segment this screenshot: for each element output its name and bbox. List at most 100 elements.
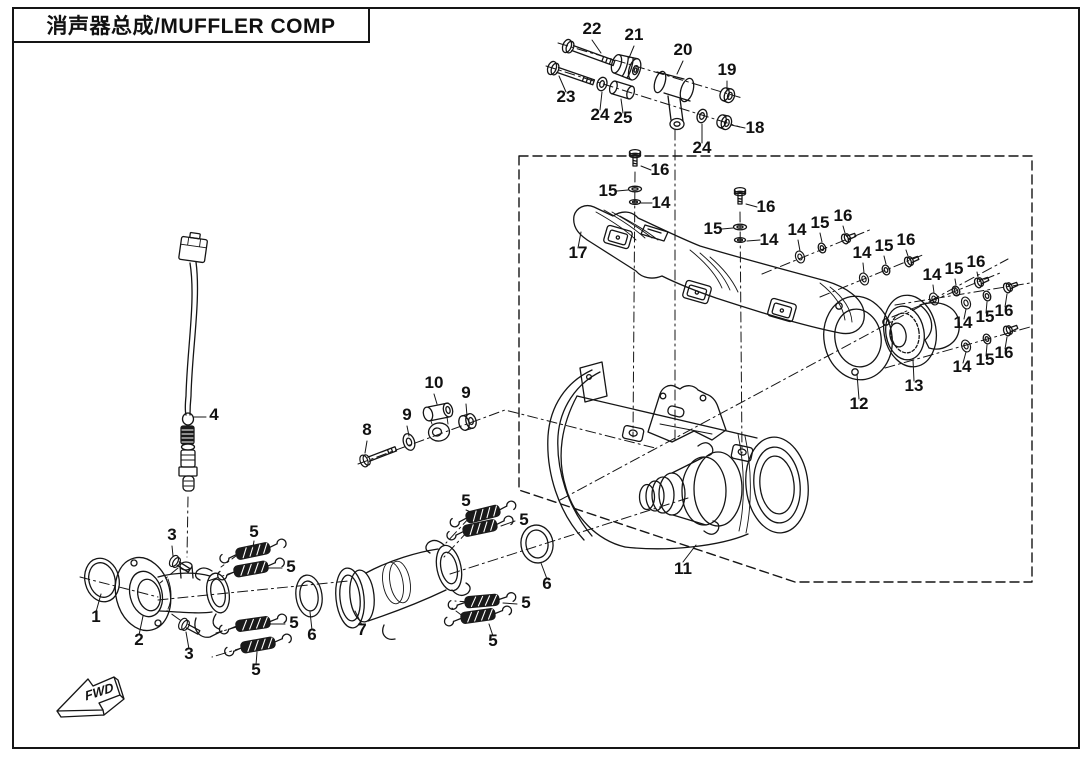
callout-leader-22: [591, 39, 602, 54]
part-callout-12: 12: [850, 394, 869, 413]
callout-leader-3: [171, 545, 174, 557]
callout-leader-11: [682, 544, 697, 563]
callout-leader-17: [577, 231, 582, 249]
part-callout-3: 3: [167, 525, 176, 544]
callout-leader-2: [138, 615, 144, 636]
fwd-label: FWD: [84, 679, 115, 703]
part-callout-9: 9: [402, 405, 411, 424]
part-callout-16: 16: [897, 230, 916, 249]
callout-leader-5: [252, 540, 255, 548]
part-callout-15: 15: [599, 181, 618, 200]
callout-leader-16: [842, 225, 846, 234]
spring-washer-15-right: [732, 223, 748, 231]
callout-leader-14: [963, 308, 967, 320]
callout-leader-21: [628, 45, 635, 59]
callout-leader-15: [721, 227, 734, 230]
part-callout-5: 5: [289, 613, 298, 632]
callout-leader-15: [883, 255, 887, 265]
spring-5-d: [222, 632, 294, 658]
part-callout-8: 8: [362, 420, 371, 439]
part-callout-25: 25: [614, 108, 633, 127]
callout-leader-15: [616, 189, 629, 192]
part-callout-16: 16: [757, 197, 776, 216]
part-callout-22: 22: [583, 19, 602, 38]
fwd-direction-arrow: FWD: [56, 676, 125, 718]
spring-washer-15-left: [627, 185, 643, 193]
callout-leader-25: [620, 98, 624, 114]
callout-leader-7: [354, 610, 363, 626]
callout-leader-5: [465, 509, 474, 514]
part-callout-16: 16: [967, 252, 986, 271]
callout-leader-16: [1004, 293, 1008, 308]
part-callout-15: 15: [976, 307, 995, 326]
callout-leader-18: [730, 124, 746, 129]
callout-leader-14: [932, 284, 935, 294]
hanger-bolt-23: [545, 59, 596, 86]
part-callout-7: 7: [357, 620, 366, 639]
part-callout-15: 15: [945, 259, 964, 278]
callout-leader-23: [558, 75, 567, 93]
part-callout-16: 16: [651, 160, 670, 179]
title-box: 消声器总成/MUFFLER COMP: [12, 7, 370, 43]
flat-washer-14-right: [733, 236, 747, 244]
callout-leader-6: [309, 611, 313, 631]
part-callout-15: 15: [704, 219, 723, 238]
part-callout-3: 3: [184, 644, 193, 663]
callout-leader-6: [540, 562, 548, 580]
part-callout-16: 16: [834, 206, 853, 225]
part-callout-14: 14: [954, 313, 973, 332]
part-callout-14: 14: [923, 265, 942, 284]
part-callout-5: 5: [521, 593, 530, 612]
part-callout-24: 24: [591, 105, 610, 124]
gasket-ring-6-right: [520, 524, 554, 564]
spring-5-b: [215, 556, 287, 582]
page-border: [12, 7, 1080, 749]
part-callout-6: 6: [542, 574, 551, 593]
gasket-ring-6-left: [295, 574, 323, 618]
callout-leader-13: [912, 359, 915, 382]
callout-leader-14: [862, 262, 865, 274]
part-callout-14: 14: [760, 230, 779, 249]
callout-leader-3: [185, 631, 190, 650]
callout-leader-5: [502, 602, 518, 605]
callout-leader-5: [255, 651, 258, 666]
shield-screw-16-right: [733, 186, 747, 205]
flange-bolt-3-bottom: [176, 616, 201, 635]
part-callout-16: 16: [995, 301, 1014, 320]
link-bracket-10: [422, 402, 454, 442]
rubber-bushing-21: [610, 53, 642, 81]
part-callout-5: 5: [286, 557, 295, 576]
flat-washer-14-left: [628, 198, 642, 206]
centerlines: [79, 42, 1031, 658]
page-title: 消声器总成/MUFFLER COMP: [46, 15, 336, 38]
part-callout-11: 11: [674, 559, 692, 578]
part-callout-17: 17: [569, 243, 588, 262]
part-callout-1: 1: [91, 607, 100, 626]
part-callout-19: 19: [718, 60, 737, 79]
callout-leader-15: [954, 278, 957, 286]
callout-leader-16: [745, 203, 758, 208]
callout-leader-5: [488, 623, 494, 637]
heat-shield-17: [573, 204, 865, 335]
callout-leader-14: [797, 239, 801, 252]
callout-leader-12: [856, 373, 860, 400]
mid-pipe-7: [335, 539, 471, 640]
oxygen-sensor-4: [178, 231, 208, 492]
part-callout-2: 2: [134, 630, 143, 649]
link-bolt-8: [357, 446, 398, 469]
part-callout-5: 5: [249, 522, 258, 541]
part-callout-21: 21: [625, 25, 644, 44]
part-callout-23: 23: [557, 87, 576, 106]
shield-screw-16-left: [628, 148, 642, 167]
callout-leader-24: [599, 91, 603, 111]
part-callout-5: 5: [488, 631, 497, 650]
part-callout-13: 13: [905, 376, 924, 395]
part-callout-14: 14: [788, 220, 807, 239]
washer-24-right: [694, 107, 710, 125]
part-callout-5: 5: [519, 510, 528, 529]
part-callout-6: 6: [307, 625, 316, 644]
callout-leader-16: [640, 165, 652, 171]
assembly-boundary-box: [518, 155, 1033, 583]
